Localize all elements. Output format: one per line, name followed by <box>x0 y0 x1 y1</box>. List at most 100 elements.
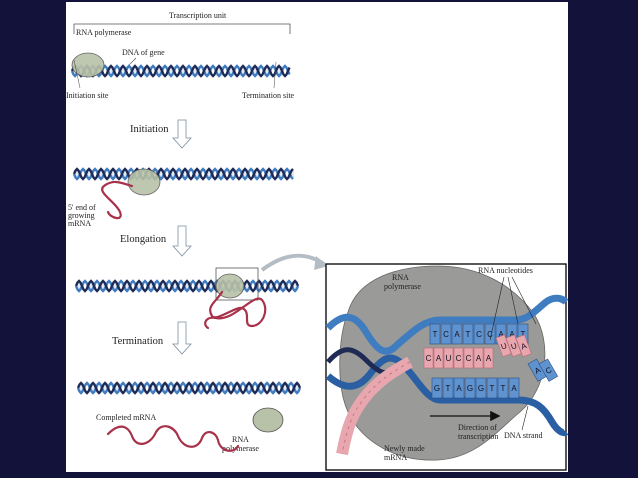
base-letter: A <box>533 365 543 376</box>
base-letter: A <box>498 330 504 339</box>
growing-mrna-long <box>204 290 267 330</box>
inset-dna-bottom-backbone <box>325 354 568 437</box>
inset-rna-polymerase-label-1: RNA <box>392 273 409 282</box>
base-tile <box>463 347 474 369</box>
transcription-diagram: Transcription unit RNA polymerase DNA of… <box>66 11 568 471</box>
base-tile <box>440 323 452 345</box>
base-letter: A <box>436 354 442 363</box>
base-tile <box>423 347 434 369</box>
base-tile <box>473 347 484 369</box>
base-letter: T <box>490 384 495 393</box>
dna-helix-initiation <box>72 167 294 181</box>
base-letter: T <box>501 384 506 393</box>
base-letter: A <box>456 384 462 393</box>
termination-down-arrow <box>172 321 192 355</box>
inset-rna-polymerase-label-2: polymerase <box>384 282 421 291</box>
base-tile <box>431 377 443 399</box>
stage-termination: RNA polymerase Completed mRNA <box>76 381 302 453</box>
base-tile <box>538 358 559 382</box>
stage-initiation: 5' end of growing mRNA <box>68 167 294 228</box>
rna-polymerase-label: RNA polymerase <box>76 28 132 37</box>
five-prime-end-label-1: 5' end of <box>68 203 96 212</box>
rna-polymerase-free-label-2: polymerase <box>222 444 259 453</box>
dna-helix-termination <box>76 381 302 395</box>
inset-dna-top-backbone <box>325 294 568 355</box>
rna-polymerase-initiation <box>127 168 161 196</box>
dna-strand-backbone <box>72 167 294 181</box>
base-tile <box>442 377 454 399</box>
transcription-unit-bracket <box>73 23 291 34</box>
base-letter: C <box>426 354 432 363</box>
growing-mrna-short <box>101 180 134 220</box>
base-letter: A <box>476 354 482 363</box>
base-letter: A <box>520 341 529 352</box>
base-tile <box>473 323 485 345</box>
base-tile <box>462 323 474 345</box>
base-letter: T <box>433 330 438 339</box>
base-letter: A <box>454 330 460 339</box>
base-tile <box>495 334 512 358</box>
elongation-step-label: Elongation <box>120 234 167 245</box>
newly-made-mrna-label-1: Newly made <box>384 444 425 453</box>
stage-elongation <box>74 253 328 330</box>
base-letter: C <box>476 330 482 339</box>
base-letter: G <box>478 384 484 393</box>
base-letter: C <box>443 330 449 339</box>
rna-polymerase-start <box>71 52 105 78</box>
base-tile <box>453 377 465 399</box>
completed-mrna-label: Completed mRNA <box>96 413 156 422</box>
base-letter: U <box>500 341 509 352</box>
base-tile <box>451 323 463 345</box>
base-tile <box>486 377 498 399</box>
base-letter: A <box>486 354 492 363</box>
base-tile <box>453 347 464 369</box>
rna-polymerase-free-label-1: RNA <box>232 435 249 444</box>
base-letter: T <box>521 330 526 339</box>
figure-panel: Transcription unit RNA polymerase DNA of… <box>66 2 568 472</box>
five-prime-end-label-3: mRNA <box>68 219 91 228</box>
base-letter: A <box>509 330 515 339</box>
transcription-unit-label: Transcription unit <box>169 11 227 20</box>
zoom-selection-box <box>215 267 259 301</box>
base-letter: T <box>446 384 451 393</box>
base-letter: U <box>446 354 452 363</box>
base-letter: C <box>487 330 493 339</box>
base-letter: C <box>544 365 554 376</box>
base-tile <box>433 347 444 369</box>
base-tile <box>505 334 522 358</box>
termination-site-label: Termination site <box>242 91 295 100</box>
direction-label-2: transcription <box>458 432 498 441</box>
initiation-step-label: Initiation <box>130 124 169 135</box>
dna-strand-backbone <box>76 381 302 395</box>
base-letter: G <box>434 384 440 393</box>
base-letter: U <box>510 341 519 352</box>
base-tile <box>475 377 487 399</box>
base-letter: G <box>467 384 473 393</box>
rna-nucleotides-label: RNA nucleotides <box>478 266 533 275</box>
released-rna-polymerase <box>252 407 284 433</box>
dna-of-gene-label: DNA of gene <box>122 48 165 57</box>
termination-step-label: Termination <box>112 336 164 347</box>
base-letter: T <box>466 330 471 339</box>
dna-strand-backbone <box>76 381 302 395</box>
base-letter: C <box>466 354 472 363</box>
base-tile <box>484 323 496 345</box>
elongation-down-arrow <box>172 225 192 257</box>
dna-strand-backbone <box>74 279 300 293</box>
base-tile <box>464 377 476 399</box>
initiation-down-arrow <box>172 119 192 149</box>
dna-strand-backbone <box>70 64 291 78</box>
five-prime-end-label-2: growing <box>68 211 95 220</box>
base-letter: A <box>511 384 517 393</box>
newly-made-mrna-label-2: mRNA <box>384 453 407 462</box>
base-tile <box>515 334 532 358</box>
base-tile <box>483 347 494 369</box>
base-tile <box>443 347 454 369</box>
stage-gene: Transcription unit RNA polymerase DNA of… <box>66 11 295 100</box>
